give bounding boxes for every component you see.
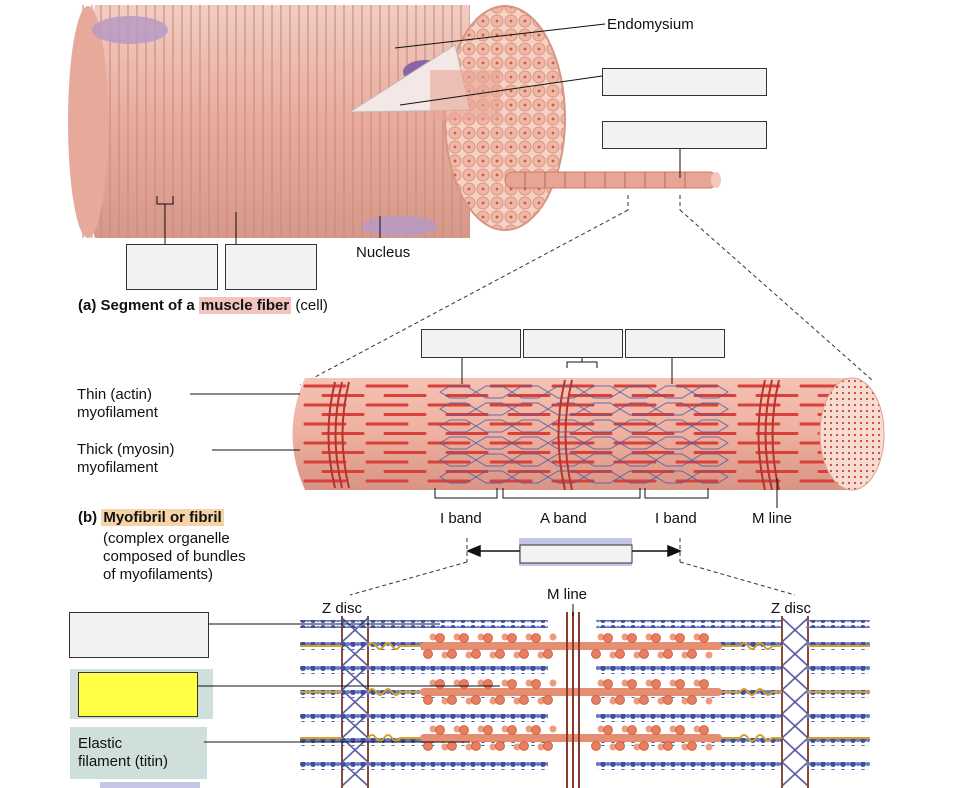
blank-label-box-8[interactable]	[69, 612, 209, 658]
label-m-line-mid: M line	[752, 510, 793, 527]
label-thick-filament-1: Thick (myosin)	[77, 441, 175, 458]
highlighted-label-box[interactable]	[78, 672, 198, 717]
label-a-band: A band	[540, 510, 587, 527]
label-elastic-1: Elastic	[78, 735, 123, 752]
myofibril-drawing	[292, 377, 885, 491]
caption-a: (a) Segment of a muscle fiber (cell)	[78, 297, 328, 315]
caption-b-line3: composed of bundles	[103, 548, 246, 565]
label-i-band-right: I band	[655, 510, 697, 527]
caption-a-suffix: (cell)	[295, 297, 328, 314]
label-endomysium: Endomysium	[607, 16, 694, 33]
blank-label-box-1[interactable]	[602, 68, 767, 96]
blank-label-box-5[interactable]	[421, 329, 521, 358]
label-thin-filament-2: myofilament	[77, 404, 158, 421]
blank-label-box-4[interactable]	[225, 244, 317, 290]
caption-a-prefix: (a) Segment of a	[78, 297, 195, 314]
caption-b-line2: (complex organelle	[103, 530, 230, 547]
label-z-disc-right: Z disc	[771, 600, 812, 617]
blank-label-box-7[interactable]	[625, 329, 725, 358]
label-m-line-bottom: M line	[547, 586, 588, 603]
label-thick-filament-2: myofilament	[77, 459, 158, 476]
blank-label-box-6[interactable]	[523, 329, 623, 358]
sarcomere-drawing	[300, 604, 870, 788]
label-thin-filament-1: Thin (actin)	[77, 386, 153, 403]
blank-label-box-2[interactable]	[602, 121, 767, 149]
label-z-disc-left: Z disc	[322, 600, 363, 617]
caption-b-line4: of myofilaments)	[103, 566, 214, 583]
muscle-fiber-drawing	[68, 5, 721, 238]
caption-b-highlight: Myofibril or fibril	[101, 509, 224, 526]
blank-label-box-3[interactable]	[126, 244, 218, 290]
label-elastic-2: filament (titin)	[78, 753, 169, 770]
caption-b: (b) Myofibril or fibril	[78, 509, 224, 527]
label-i-band-left: I band	[440, 510, 482, 527]
label-nucleus: Nucleus	[356, 244, 411, 261]
caption-a-highlight: muscle fiber	[198, 297, 292, 314]
caption-b-prefix: (b)	[78, 509, 98, 526]
